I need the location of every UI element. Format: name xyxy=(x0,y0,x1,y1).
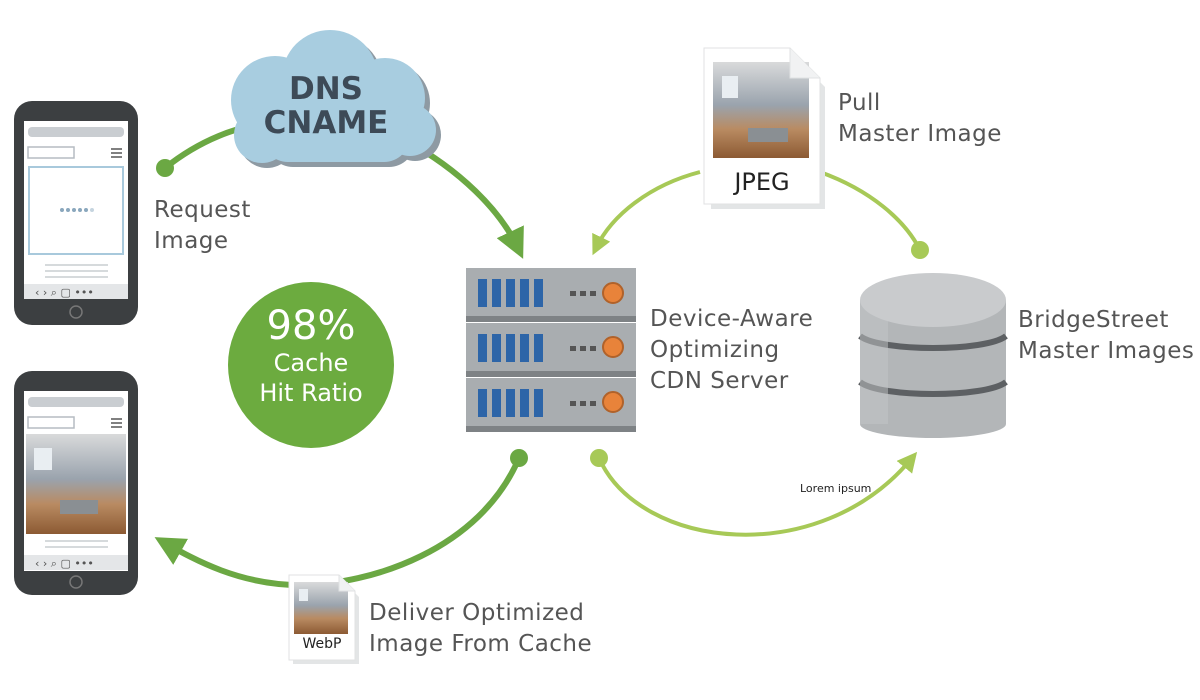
storage-line-2: Master Images xyxy=(1018,338,1195,364)
cache-hit-badge: 98% Cache Hit Ratio xyxy=(228,290,394,440)
cloud-icon xyxy=(231,30,441,168)
request-image-label: Request Image xyxy=(154,195,251,257)
cloud-line-2: CNAME xyxy=(263,105,389,141)
cache-line-1: Cache xyxy=(273,349,349,377)
note-text: Lorem ipsum xyxy=(800,482,872,495)
arrow-jpeg-to-server xyxy=(592,170,701,256)
phone-delivered: ‹ › ⌕ ▢ ••• xyxy=(14,371,138,595)
dns-cname-label: DNS CNAME xyxy=(226,72,426,140)
server-label: Device-Aware Optimizing CDN Server xyxy=(650,304,813,397)
arrow-jpeg-to-storage xyxy=(819,170,929,259)
server-line-2: Optimizing xyxy=(650,337,780,363)
storage-line-1: BridgeStreet xyxy=(1018,307,1169,333)
request-line-1: Request xyxy=(154,197,251,223)
arrow-server-to-phone xyxy=(154,449,528,589)
request-line-2: Image xyxy=(154,228,229,254)
svg-text:‹ › ⌕ ▢ •••: ‹ › ⌕ ▢ ••• xyxy=(35,557,94,570)
webp-file-icon xyxy=(288,574,359,664)
database-icon xyxy=(858,273,1008,438)
deliver-label: Deliver Optimized Image From Cache xyxy=(369,598,592,660)
storage-label: BridgeStreet Master Images xyxy=(1018,305,1194,367)
pull-line-2: Master Image xyxy=(838,121,1002,147)
server-icon xyxy=(466,268,636,432)
jpeg-type-label: JPEG xyxy=(734,168,790,196)
jpeg-file-icon xyxy=(703,47,825,209)
deliver-line-1: Deliver Optimized xyxy=(369,600,585,626)
server-line-1: Device-Aware xyxy=(650,306,814,332)
cache-line-2: Hit Ratio xyxy=(259,379,363,407)
server-line-3: CDN Server xyxy=(650,368,789,394)
phone-loading: ‹ › ⌕ ▢ ••• xyxy=(14,101,138,325)
cloud-line-1: DNS xyxy=(288,71,363,107)
cache-percent: 98% xyxy=(266,303,356,349)
webp-type-label: WebP xyxy=(302,636,342,652)
arrow-server-to-storage xyxy=(590,449,918,537)
pull-line-1: Pull xyxy=(838,90,881,116)
deliver-line-2: Image From Cache xyxy=(369,631,593,657)
cache-badge-circle xyxy=(228,282,394,448)
svg-text:‹ › ⌕ ▢ •••: ‹ › ⌕ ▢ ••• xyxy=(35,286,94,299)
pull-master-label: Pull Master Image xyxy=(838,88,1002,150)
